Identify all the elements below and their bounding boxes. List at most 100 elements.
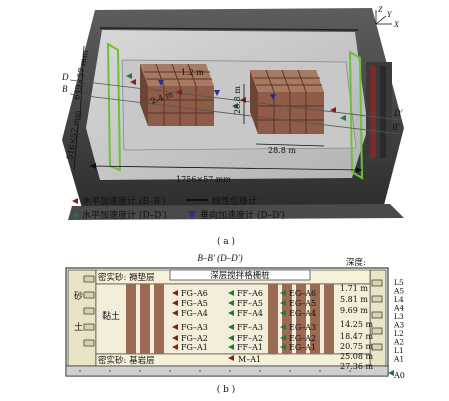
ff-3-marker-icon [228, 324, 234, 330]
ff-1-marker-icon [228, 300, 234, 306]
depth-label-0: 1.71 m [340, 284, 368, 293]
eg-5-label: EG–A1 [289, 343, 316, 352]
sand-label-1: 砂 [74, 290, 83, 302]
axis-triad: Z X Y [375, 5, 400, 29]
eg-4-label: EG–A2 [289, 334, 316, 343]
depth-label-2: 9.69 m [340, 306, 368, 315]
axis-y-label: Y [387, 10, 393, 19]
depth-labels: 1.71 m5.81 m9.69 m14.25 m18.47 m20.75 m2… [340, 284, 373, 371]
green-frame-left [106, 42, 122, 172]
ff-2-label: FF–A4 [237, 309, 263, 318]
section-line-dd [69, 79, 401, 121]
dim-box-bottom: 28.8 m [268, 146, 296, 155]
base-accel-icon [228, 355, 234, 361]
fg-2-label: FG–A4 [181, 309, 208, 318]
right-label-8: L1 [394, 346, 404, 355]
eg-4-marker-icon [280, 335, 286, 341]
right-label-2: L4 [394, 295, 404, 304]
a0-label: A0 [393, 371, 405, 380]
eg-0-label: EG–A6 [289, 289, 316, 298]
left-column-markers [83, 275, 95, 347]
ff-4-label: FF–A2 [237, 334, 263, 343]
fg-5-marker-icon [172, 344, 178, 350]
right-label-9: A1 [393, 355, 404, 364]
section-line-bb [69, 93, 401, 135]
grid-pile-box-right [250, 69, 324, 134]
section-label-b-prime: B′ [392, 122, 400, 132]
eg-2-marker-icon [280, 310, 286, 316]
right-label-3: A4 [393, 304, 404, 313]
legend-red-triangle-icon [72, 198, 78, 204]
fg-0-marker-icon [172, 290, 178, 296]
fg-1-marker-icon [172, 300, 178, 306]
fg-4-marker-icon [172, 335, 178, 341]
depth-label-4: 18.47 m [340, 332, 373, 341]
legend-green-triangle-icon [72, 212, 78, 218]
ff-4-marker-icon [228, 335, 234, 341]
fg-3-label: FG–A3 [181, 323, 208, 332]
depth-label-1: 5.81 m [340, 295, 368, 304]
green-frame-right [348, 50, 364, 180]
fg-0-label: FG–A6 [181, 289, 208, 298]
section-label-d: D [61, 72, 69, 82]
pile-columns-right [268, 284, 334, 354]
depth-label-3: 14.25 m [340, 320, 373, 329]
ff-1-label: FF–A5 [237, 299, 263, 308]
top-band-label: 深层搅拌格栅桩 [210, 270, 270, 281]
layer-bottom-label: 密实砂: 基岩层 [98, 355, 155, 366]
axis-z-label: Z [378, 5, 383, 14]
eg-1-marker-icon [280, 300, 286, 306]
right-label-1: A5 [393, 287, 404, 296]
ff-2-marker-icon [228, 310, 234, 316]
caption-a: ( a ) [217, 236, 235, 247]
depth-header: 深度: [346, 257, 366, 268]
depth-label-7: 27.36 m [340, 362, 373, 371]
base-plate [68, 204, 404, 220]
right-label-0: L5 [394, 278, 404, 287]
ff-5-marker-icon [228, 344, 234, 350]
right-label-4: L3 [394, 312, 404, 321]
clay-label: 黏土 [102, 310, 120, 322]
ff-0-marker-icon [228, 290, 234, 296]
fg-2-marker-icon [172, 310, 178, 316]
legend-lvdt: 线性位移计 [212, 195, 257, 207]
eg-2-label: EG–A4 [289, 309, 316, 318]
base-accel-label: M–A1 [238, 355, 261, 364]
ff-3-label: FF–A3 [237, 323, 263, 332]
legend-h-acc-bb: 水平加速度计 (B–B′) [82, 195, 166, 207]
ff-0-label: FF–A6 [237, 289, 263, 298]
base-dots [79, 370, 351, 372]
right-label-5: A3 [393, 321, 404, 330]
depth-label-5: 20.75 m [340, 342, 373, 351]
fg-5-label: FG–A1 [181, 343, 208, 352]
eg-1-label: EG–A5 [289, 299, 316, 308]
instrument-rack [366, 62, 392, 162]
section-title: B–B′ (D–D′) [197, 253, 242, 263]
dim-right-vertical: 28.8 m [233, 86, 242, 114]
right-column-markers [371, 279, 383, 351]
sand-label-2: 土 [74, 321, 83, 333]
a0-marker-icon [388, 370, 394, 376]
fg-3-marker-icon [172, 324, 178, 330]
eg-5-marker-icon [280, 344, 286, 350]
legend: 水平加速度计 (B–B′) 线性位移计 水平加速度计 (D–D′) 垂向加速度计… [72, 195, 285, 221]
axis-x-label: X [393, 20, 400, 29]
caption-b: ( b ) [217, 384, 236, 395]
dim-length: 1756×57 mm [176, 175, 231, 184]
fg-4-label: FG–A2 [181, 334, 208, 343]
legend-h-acc-dd: 水平加速度计 (D–D′) [82, 209, 167, 221]
section-label-b: B [62, 84, 68, 94]
eg-3-label: EG–A3 [289, 323, 316, 332]
legend-blue-triangle-icon [188, 211, 196, 219]
section-label-d-prime: D′ [393, 108, 403, 118]
layer-top-label: 密实砂: 褥垫层 [98, 272, 155, 283]
depth-label-6: 25.08 m [340, 352, 373, 361]
dim-inner-top: 1.2 m [181, 68, 204, 77]
pile-columns-left [126, 284, 164, 354]
eg-3-marker-icon [280, 324, 286, 330]
